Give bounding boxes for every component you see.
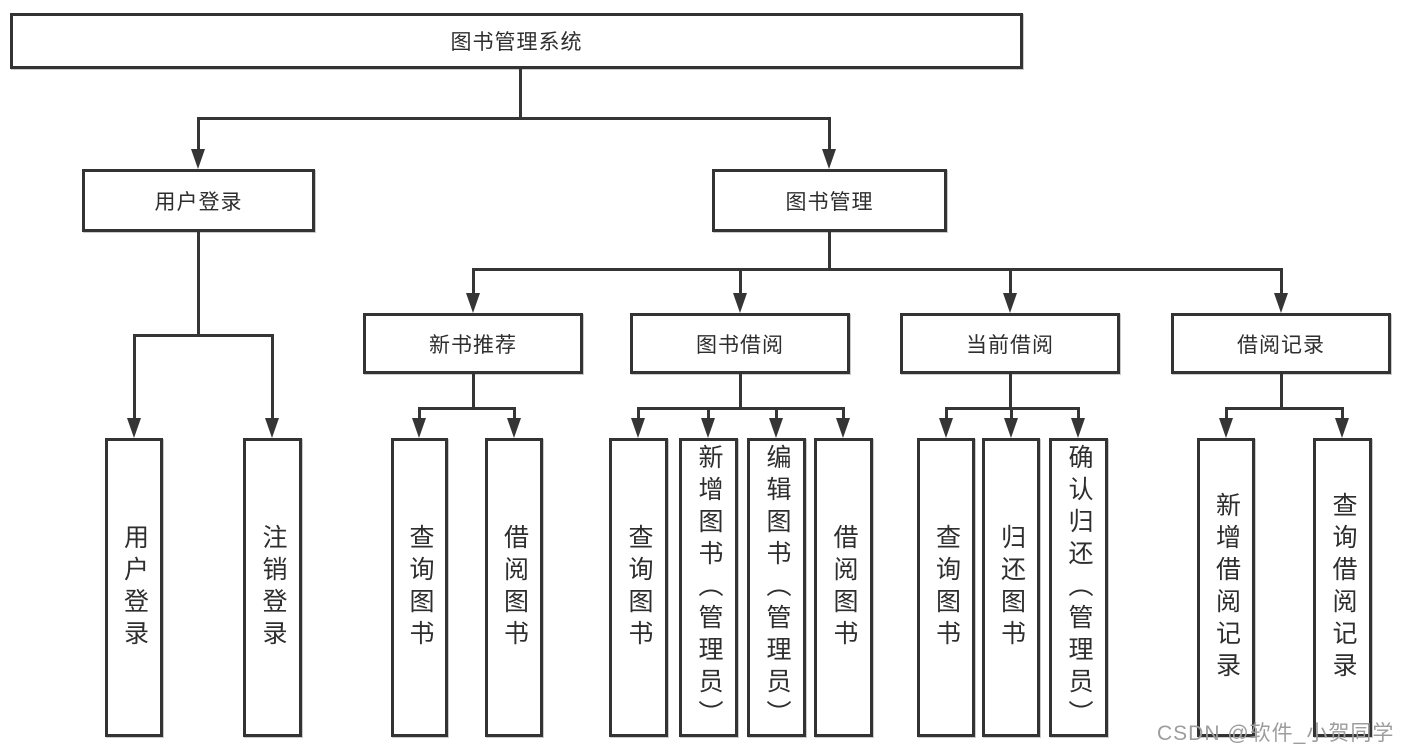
leaf-user-login-label: 用户登录 (120, 523, 149, 652)
connector-arrow (822, 149, 836, 169)
connector-line (1280, 268, 1283, 295)
connector-arrow (507, 418, 521, 438)
connector-arrow (769, 418, 783, 438)
leaf-return-books-label: 归还图书 (997, 523, 1026, 652)
leaf-borrow-books-label: 借阅图书 (500, 523, 529, 652)
connector-line (197, 117, 831, 120)
connector-line (1280, 374, 1283, 410)
connector-arrow (836, 418, 850, 438)
connector-line (418, 407, 516, 410)
leaf-query-books-label: 查询图书 (406, 523, 434, 652)
leaf-logout-label: 注销登录 (259, 523, 287, 652)
connector-arrow (1274, 293, 1288, 313)
leaf-borrow-books: 借阅图书 (814, 438, 873, 737)
connector-line (472, 268, 475, 295)
connector-arrow (733, 293, 747, 313)
connector-line (1077, 407, 1080, 421)
leaf-query-books: 查询图书 (609, 438, 668, 737)
connector-arrow (1071, 418, 1085, 438)
leaf-query-borrow-record-label: 查询借阅记录 (1329, 491, 1357, 684)
leaf-user-login: 用户登录 (105, 438, 163, 737)
connector-arrow (1003, 293, 1017, 313)
leaf-confirm-return-admin-label: 确认归还（管理员） (1065, 443, 1093, 732)
connector-arrow (412, 418, 426, 438)
node-user-login: 用户登录 (82, 169, 315, 232)
connector-arrow (265, 418, 279, 438)
leaf-edit-books-admin-label: 编辑图书（管理员） (763, 443, 791, 732)
connector-line (707, 407, 710, 421)
node-book-management-system: 图书管理系统 (10, 13, 1023, 69)
connector-arrow (1219, 418, 1233, 438)
connector-line (472, 374, 475, 410)
leaf-logout: 注销登录 (243, 438, 302, 737)
connector-arrow (127, 418, 141, 438)
connector-arrow (1335, 418, 1349, 438)
connector-line (739, 268, 742, 295)
connector-line (828, 117, 831, 153)
leaf-edit-books-admin: 编辑图书（管理员） (747, 438, 806, 737)
connector-arrow (466, 293, 480, 313)
connector-line (1225, 407, 1228, 421)
connector-line (418, 407, 421, 421)
leaf-query-books: 查询图书 (917, 438, 975, 737)
leaf-return-books: 归还图书 (982, 438, 1040, 737)
leaf-query-books-label: 查询图书 (625, 523, 653, 652)
connector-line (1225, 407, 1344, 410)
leaf-confirm-return-admin: 确认归还（管理员） (1049, 438, 1108, 737)
connector-line (133, 334, 136, 420)
node-book-borrow: 图书借阅 (630, 313, 850, 374)
connector-line (775, 407, 778, 421)
connector-line (637, 407, 845, 410)
leaf-add-borrow-record: 新增借阅记录 (1197, 438, 1255, 737)
connector-line (828, 232, 831, 270)
leaf-add-books-admin: 新增图书（管理员） (679, 438, 738, 737)
leaf-query-books-label: 查询图书 (932, 523, 961, 652)
connector-line (1009, 268, 1012, 295)
connector-line (739, 374, 742, 410)
leaf-query-books: 查询图书 (391, 438, 448, 737)
leaf-add-books-admin-label: 新增图书（管理员） (695, 443, 723, 732)
connector-line (513, 407, 516, 421)
node-new-book-recommend: 新书推荐 (363, 313, 583, 374)
connector-line (519, 69, 522, 119)
connector-arrow (631, 418, 645, 438)
connector-line (472, 268, 1283, 271)
connector-arrow (1004, 418, 1018, 438)
connector-line (133, 334, 274, 337)
connector-line (1009, 374, 1012, 410)
leaf-borrow-books-label: 借阅图书 (830, 523, 858, 652)
connector-line (1010, 407, 1013, 421)
connector-arrow (191, 149, 205, 169)
node-book-management: 图书管理 (712, 169, 947, 232)
connector-line (637, 407, 640, 421)
connector-line (842, 407, 845, 421)
node-current-borrow: 当前借阅 (900, 313, 1120, 374)
connector-arrow (939, 418, 953, 438)
node-borrow-records: 借阅记录 (1171, 313, 1391, 374)
leaf-borrow-books: 借阅图书 (485, 438, 543, 737)
connector-line (271, 334, 274, 420)
connector-line (197, 232, 200, 337)
csdn-watermark: CSDN @软件_小贺同学 (1157, 722, 1395, 745)
connector-arrow (701, 418, 715, 438)
leaf-query-borrow-record: 查询借阅记录 (1313, 438, 1372, 737)
connector-line (197, 117, 200, 153)
connector-line (1341, 407, 1344, 421)
leaf-add-borrow-record-label: 新增借阅记录 (1212, 491, 1241, 684)
connector-line (945, 407, 948, 421)
